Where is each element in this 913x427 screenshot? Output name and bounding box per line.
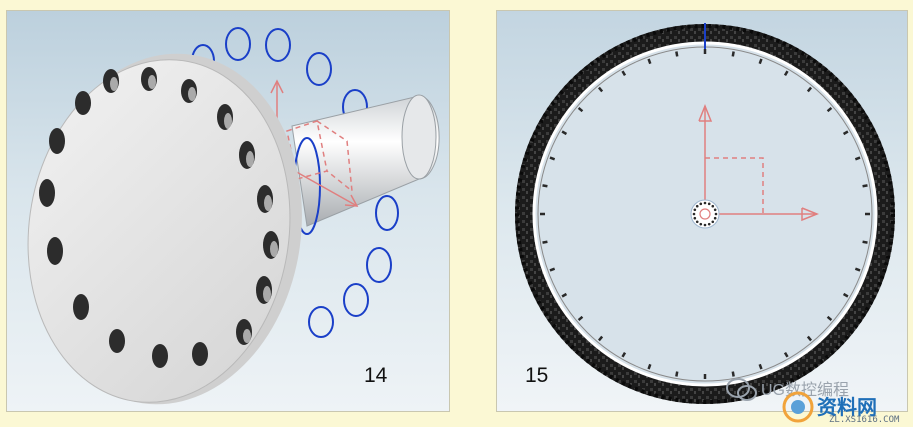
rim-spoke-holes <box>540 49 870 379</box>
hub-dot <box>707 222 711 226</box>
rim-tick <box>842 130 849 136</box>
rim-tick <box>758 363 763 370</box>
hub-dot <box>703 223 707 227</box>
rim-tick <box>542 184 548 188</box>
rim-tick <box>647 58 652 65</box>
hub-dot <box>695 220 699 224</box>
rim-tick <box>854 156 861 161</box>
rim-tick <box>561 130 568 136</box>
site-logo-icon <box>782 391 814 423</box>
hub-dot <box>693 208 697 212</box>
rim-tick <box>549 156 556 161</box>
rim-tick <box>549 267 556 272</box>
spoke-hole-circles <box>191 27 399 338</box>
hub-model-graphic <box>27 27 440 405</box>
viewport-panel-15[interactable]: 15 <box>496 10 908 412</box>
rim-tick <box>783 351 789 358</box>
hub-dot <box>699 202 703 206</box>
hub-dot <box>713 208 717 212</box>
wechat-icon <box>726 378 757 401</box>
rim-tick <box>597 86 604 93</box>
hub-dot <box>699 222 703 226</box>
rim-tick <box>842 292 849 298</box>
rim-tick <box>542 240 548 244</box>
hub-dot <box>707 202 711 206</box>
rim-tick <box>577 106 584 113</box>
rim-tick <box>806 86 813 93</box>
rim-tick <box>675 51 679 57</box>
rim-tick <box>826 106 833 113</box>
step-number-label: 15 <box>525 364 549 387</box>
rim-tick <box>621 351 627 358</box>
hub-dot <box>703 201 707 205</box>
watermark-url: ZL.XS1616.COM <box>829 415 900 425</box>
hub-dot <box>711 220 715 224</box>
rim-tick <box>561 292 568 298</box>
rim-tick <box>731 51 735 57</box>
hub-dot <box>713 216 717 220</box>
watermark-text: UG数控编程 <box>761 382 850 399</box>
rim-tick <box>647 363 652 370</box>
step-number-label: 14 <box>364 364 388 387</box>
rim-tick <box>621 70 627 77</box>
rim-tick <box>577 315 584 322</box>
rim-tick <box>783 70 789 77</box>
rim-tick <box>854 267 861 272</box>
hub-holes <box>692 201 718 227</box>
csys-triad-15 <box>698 103 820 222</box>
watermark-site: 资料网 <box>817 395 877 419</box>
rim-tick <box>862 184 868 188</box>
hub-dot <box>693 216 697 220</box>
hub-dot <box>711 204 715 208</box>
site-watermark: UG数控编程 资料网 ZL.XS1616.COM <box>725 372 913 427</box>
rim-tick <box>597 335 604 342</box>
rim-tick <box>675 371 679 377</box>
viewport-panel-14[interactable]: 14 <box>6 10 450 412</box>
wheel-model-graphic <box>515 23 895 404</box>
rim-tick <box>731 371 735 377</box>
rim-tick <box>862 240 868 244</box>
rim-tick <box>806 335 813 342</box>
hub-dot <box>695 204 699 208</box>
rim-tick <box>758 58 763 65</box>
hub-dot <box>714 212 718 216</box>
rim-tick <box>826 315 833 322</box>
hub-dot <box>692 212 696 216</box>
